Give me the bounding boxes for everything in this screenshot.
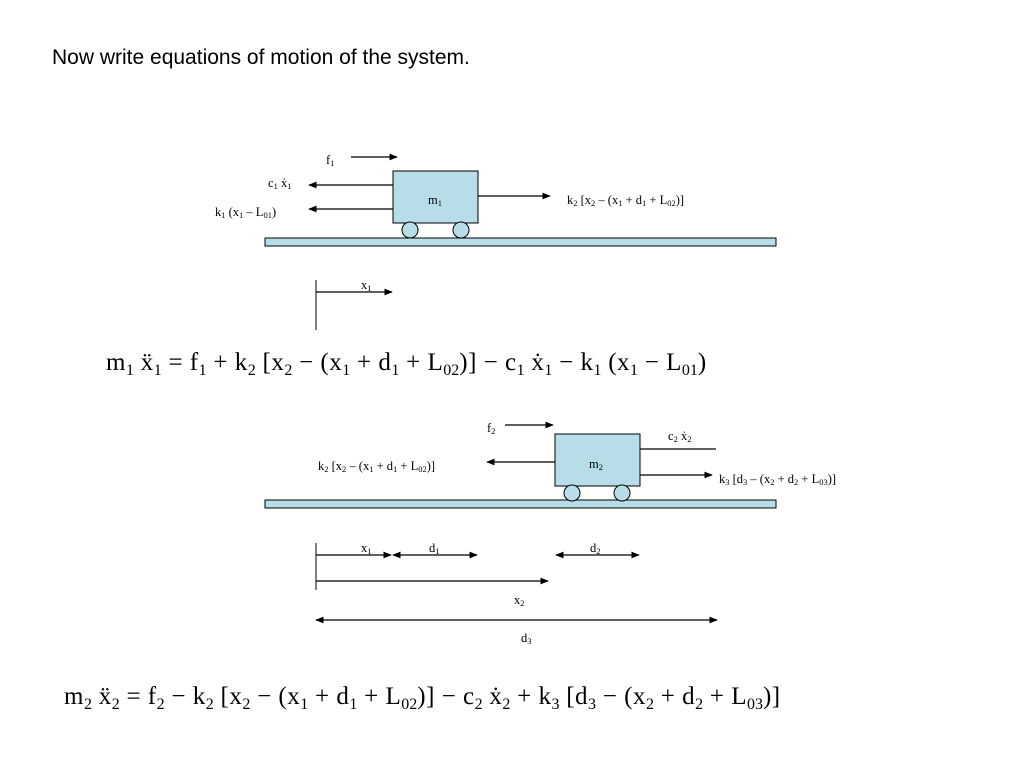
label-m2: m2 [589, 457, 603, 472]
ground-2 [264, 499, 777, 509]
wheel-1-right [452, 221, 470, 239]
label-d1-dimension: d1 [429, 541, 440, 556]
label-damper-1: c1 ẋ1 [268, 176, 292, 191]
label-spring-1: k1 (x1 – L01) [215, 205, 277, 220]
label-m1: m1 [428, 193, 442, 208]
label-f1: f1 [326, 153, 335, 168]
label-damper-2: c2 ẋ2 [668, 429, 692, 444]
label-f2: f2 [487, 421, 496, 436]
wheel-1-left [401, 221, 419, 239]
mass-block-2 [554, 433, 641, 487]
equation-of-motion-2: m2 ẍ2 = f2 − k2 [x2 − (x1 + d1 + L02)] −… [64, 683, 781, 713]
label-x2-dimension: x2 [514, 593, 525, 608]
label-d2-dimension: d2 [590, 541, 601, 556]
label-spring-3-force: k3 [d3 – (x2 + d2 + L03)] [719, 472, 837, 487]
label-spring-2-force-on-m1: k2 [x2 – (x1 + d1 + L02)] [567, 193, 685, 208]
ground-1 [264, 237, 777, 247]
label-x1-dimension: x1 [361, 541, 372, 556]
equation-of-motion-1: m1 ẍ1 = f1 + k2 [x2 − (x1 + d1 + L02)] −… [106, 349, 707, 379]
label-x1-diagram1: x1 [361, 278, 372, 293]
label-d3-dimension: d3 [521, 631, 532, 646]
wheel-2-left [563, 484, 581, 502]
label-spring-2-force-on-m2: k2 [x2 – (x1 + d1 + L02)] [318, 459, 436, 474]
slide-heading: Now write equations of motion of the sys… [52, 46, 470, 69]
wheel-2-right [613, 484, 631, 502]
mass-block-1 [392, 170, 479, 224]
